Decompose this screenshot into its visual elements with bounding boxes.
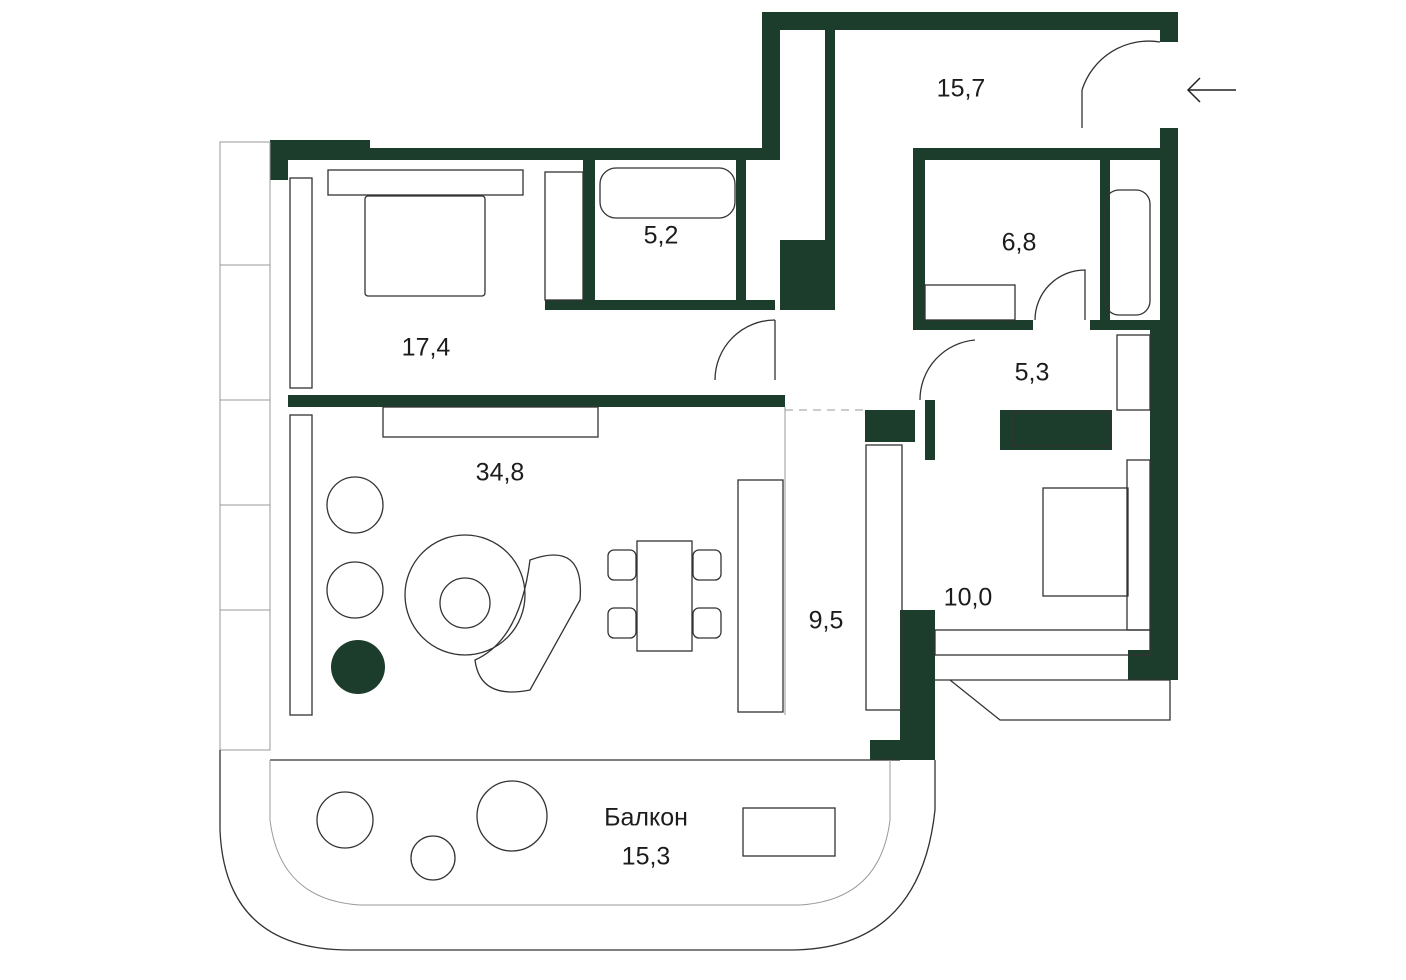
bathtub-1 <box>599 167 736 219</box>
balcony-label: Балкон <box>604 803 688 832</box>
wardrobe <box>544 171 584 301</box>
room-area-corridor: 5,3 <box>1014 358 1050 387</box>
room-area-living: 34,8 <box>475 458 525 487</box>
room-area-bedroom-2: 10,0 <box>943 583 993 612</box>
armchair <box>326 561 384 619</box>
armchair <box>326 476 384 534</box>
room-area-bedroom-1: 17,4 <box>401 333 451 362</box>
outline <box>219 141 1171 951</box>
room-area-bathroom-1: 5,2 <box>643 221 679 250</box>
balcony-table <box>742 807 836 857</box>
sofa <box>474 554 582 693</box>
room-area-kitchen: 9,5 <box>808 606 844 635</box>
room-area-hall: 15,7 <box>936 74 986 103</box>
room-area-bathroom-2: 6,8 <box>1001 228 1037 257</box>
kitchen-island <box>737 479 784 713</box>
round-rug <box>404 534 526 656</box>
bed-1 <box>364 195 486 297</box>
bathtub-2 <box>1104 189 1151 316</box>
bed-2 <box>1042 487 1129 597</box>
dining-table <box>636 540 693 652</box>
kitchen-counter <box>865 444 903 711</box>
plant <box>331 640 385 694</box>
balcony-area: 15,3 <box>621 842 671 871</box>
furniture <box>289 40 1161 881</box>
walls <box>270 12 1178 760</box>
arrow-left-icon <box>1186 77 1236 103</box>
